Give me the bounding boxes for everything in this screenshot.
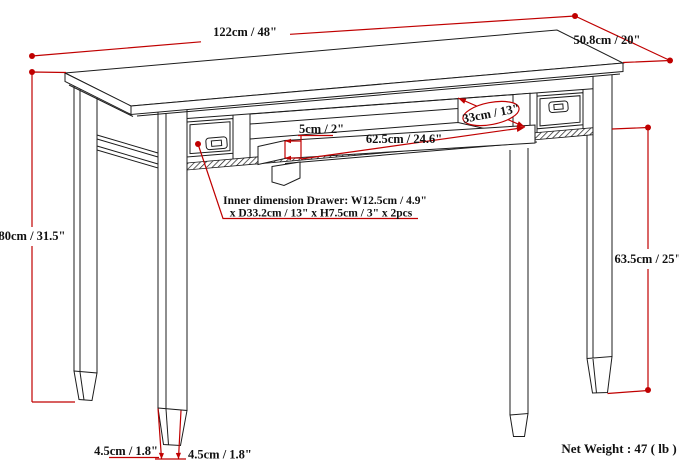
left-drawer [186,118,234,158]
desk-drawing [63,29,625,447]
label-tray-height: 5cm / 2" [299,122,344,136]
keyboard-tray [257,124,538,187]
label-clearance: 63.5cm / 25" [615,252,679,266]
front-right-leg [586,74,613,394]
dimension-tray-height: 5cm / 2" [284,122,344,161]
annotations: 122cm / 48" 50.8cm / 20" 80cm / 31.5" 63… [0,13,679,462]
dimension-tray-width: 62.5cm / 24.6" [300,126,525,160]
label-foot-left: 4.5cm / 1.8" [94,444,158,458]
label-depth: 50.8cm / 20" [574,33,641,47]
drawer-note-line1: Inner dimension Drawer: W12.5cm / 4.9" [223,195,427,207]
right-drawer-handle [548,100,569,114]
back-left-leg [73,86,98,402]
drawer-note-line2: x D33.2cm / 13" x H7.5cm / 3" x 2pcs [230,208,413,220]
label-width: 122cm / 48" [213,25,277,39]
label-height: 80cm / 31.5" [0,229,66,243]
dimension-foot-height: 4.5cm / 1.8" 4.5cm / 1.8" [94,408,252,462]
desktop [63,29,625,117]
dimension-clearance: 63.5cm / 25" [607,124,679,395]
net-weight-label: Net Weight : 47 ( lb ) [561,441,676,456]
left-side-rail [96,134,159,169]
front-left-leg [157,110,188,447]
dimension-width: 122cm / 48" [29,13,578,59]
back-right-leg [509,148,529,437]
dimension-height: 80cm / 31.5" [0,69,75,403]
dimension-depth: 50.8cm / 20" [574,15,673,64]
label-foot-right: 4.5cm / 1.8" [188,448,252,462]
right-drawer [536,92,584,130]
left-drawer-handle [205,136,228,151]
label-tray-width: 62.5cm / 24.6" [366,132,442,146]
drawer-note: Inner dimension Drawer: W12.5cm / 4.9" x… [195,141,427,220]
